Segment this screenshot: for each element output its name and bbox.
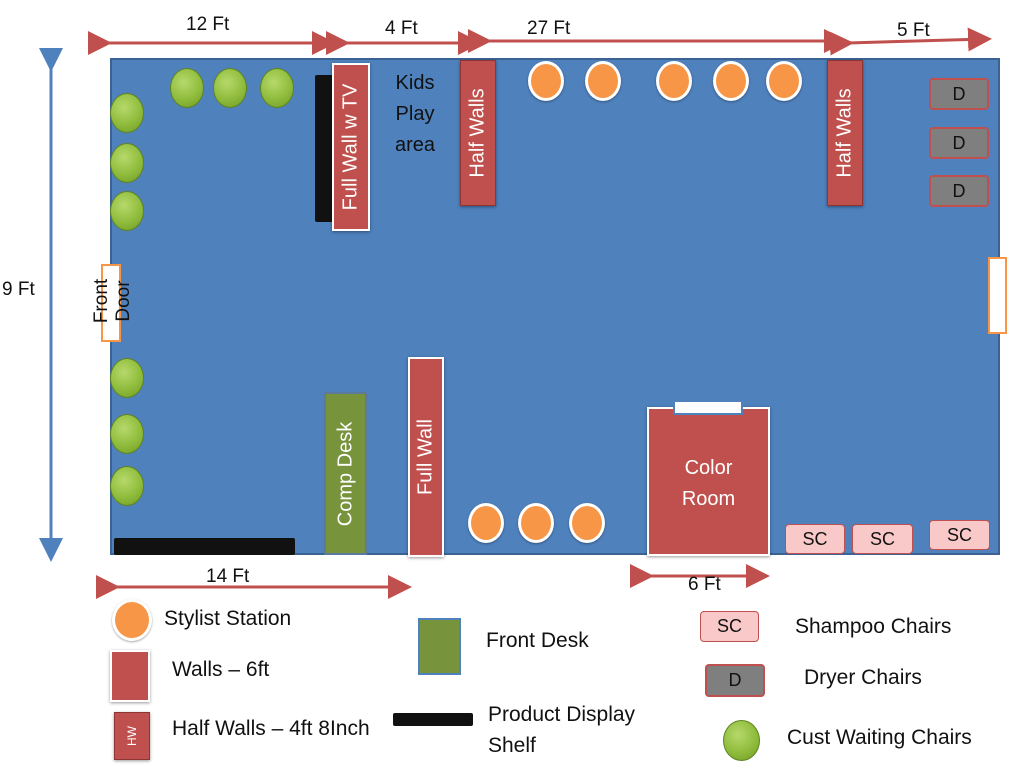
half-wall-right: Half Walls xyxy=(827,60,863,206)
arrow-5ft xyxy=(829,27,992,56)
legend-wall-icon xyxy=(110,650,150,702)
full-wall-label: Full Wall xyxy=(414,419,437,495)
waiting-chair xyxy=(110,358,144,398)
full-wall: Full Wall xyxy=(408,357,444,557)
stylist-station xyxy=(656,61,692,101)
stylist-station xyxy=(569,503,605,543)
legend-shelf-icon xyxy=(393,713,473,726)
dim-9ft-label: 9 Ft xyxy=(2,279,35,300)
dim-5ft-label: 5 Ft xyxy=(897,20,930,41)
half-wall-left: Half Walls xyxy=(460,60,496,206)
shampoo-chair: SC xyxy=(929,520,990,550)
stylist-station xyxy=(766,61,802,101)
shampoo-chair: SC xyxy=(785,524,845,554)
dryer-chair: D xyxy=(929,78,989,110)
legend-shelf-label: Product Display Shelf xyxy=(488,703,636,757)
dryer-chair: D xyxy=(929,175,989,207)
full-wall-tv: Full Wall w TV xyxy=(332,63,370,231)
legend-shampoo-label: Shampoo Chairs xyxy=(795,615,952,638)
legend-waiting-icon xyxy=(723,720,760,761)
waiting-chair xyxy=(110,143,144,183)
half-wall-left-label: Half Walls xyxy=(466,88,489,178)
side-door xyxy=(988,257,1007,334)
legend-stylist-label: Stylist Station xyxy=(164,607,292,630)
stylist-station xyxy=(518,503,554,543)
color-room-door xyxy=(673,400,743,415)
legend-front-desk-label: Front Desk xyxy=(486,629,589,652)
product-display-shelf xyxy=(114,538,295,555)
dim-27ft-label: 27 Ft xyxy=(527,18,571,39)
half-wall-right-label: Half Walls xyxy=(833,88,856,178)
legend-stylist-icon xyxy=(112,599,152,641)
legend-wall-label: Walls – 6ft xyxy=(172,658,270,681)
stylist-station xyxy=(528,61,564,101)
color-room: Color Room xyxy=(647,407,770,556)
comp-desk-label: Comp Desk xyxy=(334,421,356,526)
dim-4ft-label: 4 Ft xyxy=(385,18,418,39)
legend-dryer-icon: D xyxy=(705,664,765,697)
front-door-label: Front Door xyxy=(91,278,134,324)
waiting-chair xyxy=(260,68,294,108)
stylist-station xyxy=(585,61,621,101)
legend-waiting-label: Cust Waiting Chairs xyxy=(787,726,972,749)
product-display-shelf xyxy=(315,75,334,222)
legend-half-wall-icon-label: HW xyxy=(125,726,139,746)
salon-floor xyxy=(110,58,1000,555)
stylist-station xyxy=(713,61,749,101)
stylist-station xyxy=(468,503,504,543)
waiting-chair xyxy=(110,414,144,454)
front-door xyxy=(101,264,121,342)
color-room-label: Color Room xyxy=(681,457,736,510)
shampoo-chair: SC xyxy=(852,524,913,554)
legend-dryer-label: Dryer Chairs xyxy=(804,666,922,689)
kids-play-area-label: Kids Play area xyxy=(394,72,436,156)
comp-desk: Comp Desk xyxy=(324,392,367,555)
legend-half-wall-icon: HW xyxy=(114,712,150,760)
dim-6ft-label: 6 Ft xyxy=(688,574,721,595)
waiting-chair xyxy=(213,68,247,108)
legend-front-desk-icon xyxy=(418,618,461,675)
full-wall-tv-label: Full Wall w TV xyxy=(339,83,362,211)
legend-half-wall-label: Half Walls – 4ft 8Inch xyxy=(172,717,370,740)
waiting-chair xyxy=(170,68,204,108)
waiting-chair xyxy=(110,191,144,231)
waiting-chair xyxy=(110,93,144,133)
legend-shampoo-icon: SC xyxy=(700,611,759,642)
dim-12ft-label: 12 Ft xyxy=(186,14,230,35)
dryer-chair: D xyxy=(929,127,989,159)
waiting-chair xyxy=(110,466,144,506)
dim-14ft-label: 14 Ft xyxy=(206,566,250,587)
